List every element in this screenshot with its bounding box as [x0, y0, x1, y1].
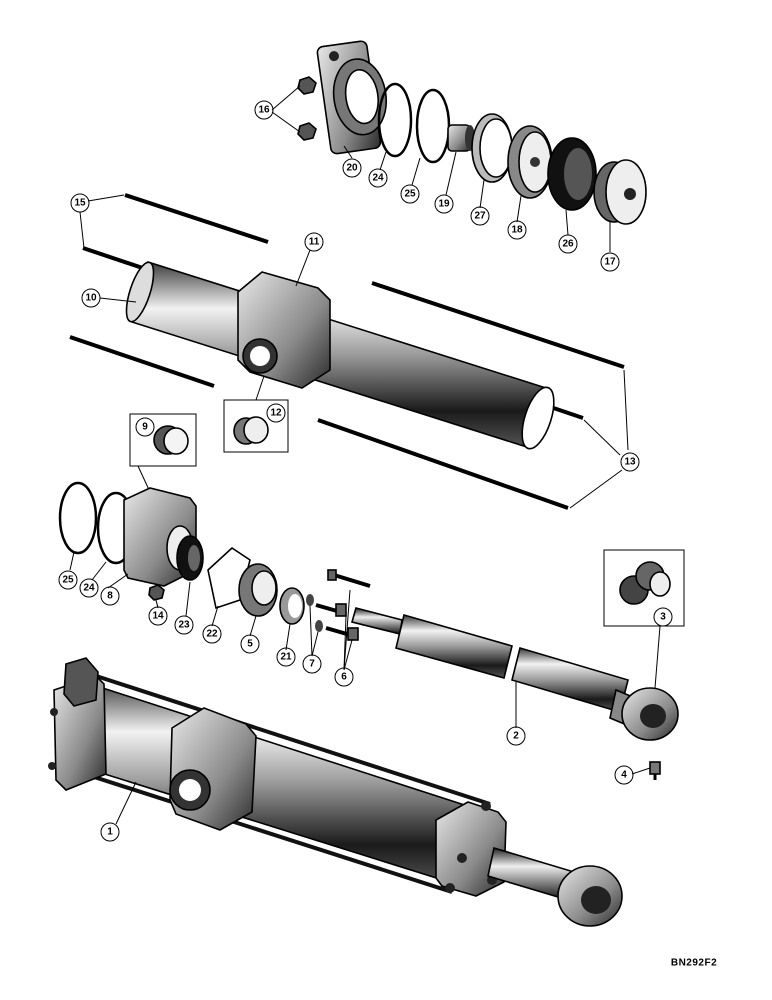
- drawing-code: BN292F2: [671, 958, 717, 969]
- svg-text:20: 20: [346, 163, 358, 174]
- part-piston-18: [507, 125, 553, 199]
- svg-text:9: 9: [142, 422, 148, 433]
- callout-20: 20: [342, 158, 362, 178]
- callout-10: 10: [81, 288, 101, 308]
- part-bolt-6a: [327, 569, 371, 588]
- part-o-ring-24: [377, 82, 413, 158]
- callout-13: 13: [620, 452, 640, 472]
- callout-16: 16: [254, 100, 274, 120]
- callout-1: 1: [100, 822, 120, 842]
- leader-lines: [69, 85, 651, 825]
- part-barrel-10: [125, 260, 555, 450]
- svg-text:1: 1: [107, 827, 113, 838]
- rod-end-group: [58, 481, 679, 780]
- callout-7: 7: [302, 654, 322, 674]
- svg-text:25: 25: [404, 189, 416, 200]
- callout-27: 27: [470, 206, 490, 226]
- end-cap-group: [297, 40, 647, 225]
- callout-24-top: 24: [368, 168, 388, 188]
- svg-text:4: 4: [621, 770, 627, 781]
- svg-text:24: 24: [83, 583, 95, 594]
- part-tie-rod-left-lower: [69, 335, 215, 388]
- part-o-ring-25-lower: [58, 481, 98, 555]
- callout-5: 5: [240, 634, 260, 654]
- svg-text:8: 8: [107, 591, 113, 602]
- part-washer-7a: [306, 594, 314, 606]
- svg-text:7: 7: [309, 659, 315, 670]
- callout-14: 14: [148, 606, 168, 626]
- callout-9: 9: [135, 417, 155, 437]
- part-seal-26: [547, 137, 597, 211]
- inset-bushings-3: [603, 549, 685, 689]
- callout-23: 23: [174, 615, 194, 635]
- callout-24-lower: 24: [79, 578, 99, 598]
- svg-text:17: 17: [604, 257, 616, 268]
- svg-text:5: 5: [247, 639, 253, 650]
- svg-text:3: 3: [660, 612, 666, 623]
- part-seal-23: [176, 535, 204, 581]
- callout-17: 17: [600, 252, 620, 272]
- part-bolt-6b: [315, 603, 347, 617]
- callout-25-top: 25: [400, 184, 420, 204]
- callout-12: 12: [266, 403, 286, 423]
- part-nut-16a: [297, 76, 317, 95]
- svg-text:22: 22: [206, 629, 218, 640]
- part-center-block-11: [237, 271, 331, 389]
- part-nut-16b: [297, 122, 317, 141]
- part-bolt-6c: [325, 626, 359, 641]
- svg-text:19: 19: [438, 199, 450, 210]
- callout-11: 11: [304, 232, 324, 252]
- callout-19: 19: [434, 194, 454, 214]
- svg-text:27: 27: [474, 211, 486, 222]
- part-piston-rod-2: [351, 607, 679, 741]
- part-nut-14: [148, 584, 165, 601]
- callout-21: 21: [276, 647, 296, 667]
- svg-text:10: 10: [85, 293, 97, 304]
- callout-4: 4: [614, 765, 634, 785]
- part-tie-rod-13a: [371, 281, 625, 369]
- part-o-ring-25: [415, 88, 451, 164]
- callout-15: 15: [70, 193, 90, 213]
- part-screw-4: [649, 761, 661, 780]
- inset-bushing-12: [223, 375, 289, 453]
- svg-text:18: 18: [511, 225, 523, 236]
- svg-text:25: 25: [62, 575, 74, 586]
- callout-8: 8: [100, 586, 120, 606]
- svg-text:23: 23: [178, 620, 190, 631]
- callout-6: 6: [334, 667, 354, 687]
- svg-text:15: 15: [74, 198, 86, 209]
- callout-22: 22: [202, 624, 222, 644]
- callout-25-lower: 25: [58, 570, 78, 590]
- part-tie-rod-15a: [124, 193, 269, 244]
- svg-text:6: 6: [341, 672, 347, 683]
- svg-text:12: 12: [270, 408, 282, 419]
- part-gland-5: [238, 563, 278, 617]
- callout-26: 26: [558, 234, 578, 254]
- part-wiper-21: [279, 587, 305, 625]
- part-washer-7b: [315, 620, 323, 632]
- assembled-cylinder-1: [48, 657, 623, 927]
- part-piston-cup-17: [593, 159, 647, 225]
- part-bushing-19: [447, 124, 475, 152]
- svg-text:16: 16: [258, 105, 270, 116]
- callout-2: 2: [506, 726, 526, 746]
- svg-text:13: 13: [624, 457, 636, 468]
- svg-text:14: 14: [152, 611, 164, 622]
- svg-text:26: 26: [562, 239, 574, 250]
- svg-text:21: 21: [280, 652, 292, 663]
- barrel-group: [69, 193, 625, 510]
- callout-18: 18: [507, 220, 527, 240]
- callout-3: 3: [653, 607, 673, 627]
- svg-text:11: 11: [309, 237, 320, 248]
- part-ring-27: [471, 113, 513, 183]
- svg-text:24: 24: [372, 173, 384, 184]
- inset-bushing-9: [129, 413, 197, 493]
- part-tie-rod-13c: [317, 418, 569, 510]
- svg-text:2: 2: [513, 731, 519, 742]
- callouts: 16 20 24 25 19 27 18 26 17 15 11 10 12 9…: [58, 100, 673, 842]
